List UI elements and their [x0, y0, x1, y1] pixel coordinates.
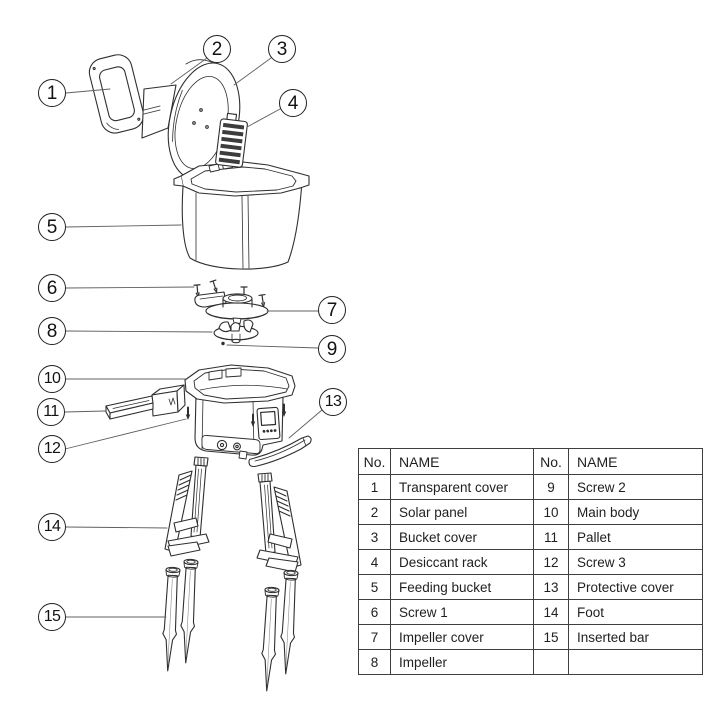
cell-name: Screw 2	[568, 474, 703, 500]
callout-1: 1	[38, 79, 66, 107]
part-desiccant-rack	[215, 112, 248, 168]
callout-4: 4	[279, 89, 307, 117]
cell-name: Foot	[568, 599, 703, 625]
part-protective-cover	[238, 435, 312, 468]
callout-12-label: 12	[43, 440, 61, 457]
table-header-row: No. NAME No. NAME	[358, 448, 703, 475]
parts-table: No. NAME No. NAME 1 Transparent cover 9 …	[358, 448, 703, 675]
callout-10: 10	[38, 365, 66, 393]
cell-no: 1	[358, 474, 391, 500]
part-inserted-bar-3	[259, 586, 280, 692]
cell-no: 6	[358, 599, 391, 625]
table-row: 8 Impeller	[358, 649, 703, 675]
cell-name: Screw 1	[390, 599, 534, 625]
table-row: 5 Feeding bucket 13 Protective cover	[358, 574, 703, 600]
callout-10-label: 10	[43, 370, 61, 387]
table-row: 1 Transparent cover 9 Screw 2	[358, 474, 703, 500]
cell-no: 14	[533, 599, 569, 625]
cell-name	[568, 649, 703, 675]
table-row: 4 Desiccant rack 12 Screw 3	[358, 549, 703, 575]
part-inserted-bar-2	[178, 558, 199, 664]
callout-2-label: 2	[211, 38, 223, 60]
callout-9-label: 9	[326, 338, 338, 360]
part-screw-3-set	[185, 403, 287, 427]
callout-13: 13	[319, 388, 347, 416]
cell-no	[533, 649, 569, 675]
callout-5-label: 5	[46, 216, 58, 238]
cell-no: 10	[533, 499, 569, 525]
cell-name: Main body	[568, 499, 703, 525]
cell-no: 9	[533, 474, 569, 500]
cell-no: 7	[358, 624, 391, 650]
callout-8: 8	[38, 317, 66, 345]
callout-3-label: 3	[276, 38, 288, 60]
part-inserted-bar-1	[160, 566, 181, 672]
part-inserted-bar-4	[278, 569, 299, 675]
cell-name: Desiccant rack	[390, 549, 534, 575]
callout-5: 5	[38, 213, 66, 241]
callout-13-label: 13	[324, 393, 342, 410]
table-row: 3 Bucket cover 11 Pallet	[358, 524, 703, 550]
part-impeller-cover	[194, 291, 269, 324]
part-impeller	[213, 319, 259, 344]
col-header-no-left: No.	[358, 448, 391, 475]
col-header-no-right: No.	[533, 448, 569, 475]
cell-name: Feeding bucket	[390, 574, 534, 600]
leader-lines	[64, 57, 323, 618]
cell-name: Bucket cover	[390, 524, 534, 550]
part-screw-2	[221, 341, 225, 346]
table-row: 7 Impeller cover 15 Inserted bar	[358, 624, 703, 650]
part-main-body	[184, 364, 296, 456]
cell-name: Pallet	[568, 524, 703, 550]
cell-no: 4	[358, 549, 391, 575]
callout-14-label: 14	[43, 518, 61, 535]
cell-name: Impeller cover	[390, 624, 534, 650]
callout-7-label: 7	[326, 299, 338, 321]
cell-no: 8	[358, 649, 391, 675]
callout-1-label: 1	[46, 82, 58, 104]
cell-no: 13	[533, 574, 569, 600]
cell-no: 15	[533, 624, 569, 650]
callout-12: 12	[38, 435, 66, 463]
cell-no: 3	[358, 524, 391, 550]
callout-6: 6	[38, 274, 66, 302]
callout-9: 9	[318, 335, 346, 363]
part-feeding-bucket	[173, 161, 310, 270]
cell-name: Transparent cover	[390, 474, 534, 500]
part-foot-left	[164, 456, 210, 557]
cell-name: Impeller	[390, 649, 534, 675]
callout-8-label: 8	[46, 320, 58, 342]
part-transparent-cover	[88, 54, 145, 134]
callout-11: 11	[37, 398, 65, 426]
callout-15: 15	[38, 603, 66, 631]
cell-name: Inserted bar	[568, 624, 703, 650]
part-foot-right	[256, 472, 302, 573]
callout-14: 14	[38, 513, 66, 541]
col-header-name-right: NAME	[568, 448, 703, 475]
callout-15-label: 15	[43, 608, 61, 625]
table-row: 2 Solar panel 10 Main body	[358, 499, 703, 525]
cell-name: Protective cover	[568, 574, 703, 600]
cell-no: 12	[533, 549, 569, 575]
cell-no: 2	[358, 499, 391, 525]
callout-2: 2	[203, 35, 231, 63]
callout-6-label: 6	[46, 277, 58, 299]
cell-no: 5	[358, 574, 391, 600]
part-pallet	[105, 384, 186, 420]
col-header-name-left: NAME	[390, 448, 534, 475]
callout-7: 7	[318, 296, 346, 324]
table-row: 6 Screw 1 14 Foot	[358, 599, 703, 625]
cell-name: Solar panel	[390, 499, 534, 525]
cell-name: Screw 3	[568, 549, 703, 575]
callout-4-label: 4	[287, 92, 299, 114]
cell-no: 11	[533, 524, 569, 550]
callout-11-label: 11	[43, 403, 59, 420]
callout-3: 3	[268, 35, 296, 63]
